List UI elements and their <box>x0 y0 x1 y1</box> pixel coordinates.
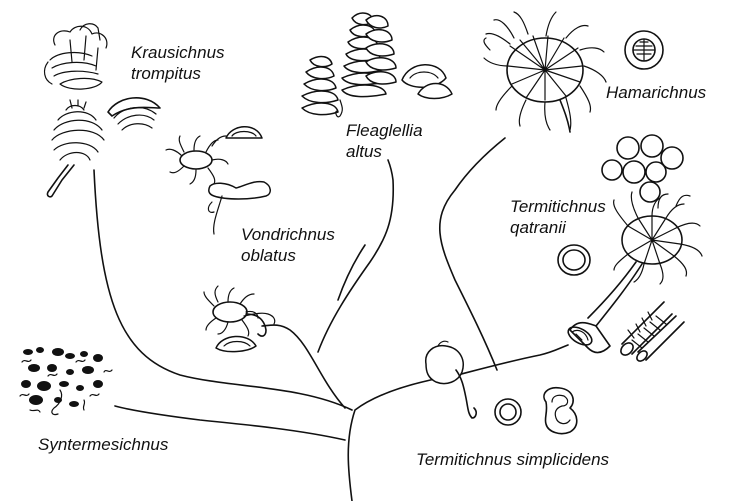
krausichnus-name: Krausichnus trompitus <box>131 42 225 84</box>
vondrichnus-nest-icon <box>165 126 276 353</box>
termitichnus-qatranii-name: Termitichnus qatranii <box>510 196 606 238</box>
fleaglellia-nest-icon <box>301 12 453 118</box>
vondrichnus-name-line2: oblatus <box>241 246 296 265</box>
krausichnus-nest-icon <box>43 23 161 198</box>
termitichnus-qatranii-nest-icon <box>557 134 703 362</box>
fleaglellia-name-line2: altus <box>346 142 382 161</box>
vondrichnus-name: Vondrichnus oblatus <box>241 224 335 266</box>
termitichnus-simplicidens-name: Termitichnus simplicidens <box>416 449 609 470</box>
termitichnus-simplicidens-nest-icon <box>425 340 578 435</box>
krausichnus-name-line2: trompitus <box>131 64 201 83</box>
branch-fleaglellia <box>317 159 395 353</box>
tree-branches <box>93 137 569 501</box>
syntermesichnus-nest-icon <box>19 347 113 416</box>
branch-midjoin <box>337 244 366 301</box>
fleaglellia-name: Fleaglellia altus <box>346 120 423 162</box>
branch-hamarichnus <box>438 137 506 371</box>
termitichnus-qatranii-name-line1: Termitichnus <box>510 197 606 216</box>
hamarichnus-name: Hamarichnus <box>606 82 706 103</box>
syntermesichnus-name-line1: Syntermesichnus <box>38 435 169 454</box>
hamarichnus-nest-icon <box>483 11 664 133</box>
termitichnus-qatranii-name-line2: qatranii <box>510 218 566 237</box>
branch-termitichnus-qatranii <box>437 344 569 381</box>
trunk <box>347 377 441 501</box>
syntermesichnus-name: Syntermesichnus <box>38 434 168 455</box>
fleaglellia-name-line1: Fleaglellia <box>346 121 423 140</box>
branch-syntermesichnus <box>114 405 346 441</box>
branch-krausichnus <box>93 169 353 411</box>
branch-vondrichnus <box>261 324 346 409</box>
krausichnus-name-line1: Krausichnus <box>131 43 225 62</box>
termitichnus-simplicidens-name-line1: Termitichnus simplicidens <box>416 450 610 469</box>
vondrichnus-name-line1: Vondrichnus <box>241 225 335 244</box>
hamarichnus-name-line1: Hamarichnus <box>606 83 707 102</box>
